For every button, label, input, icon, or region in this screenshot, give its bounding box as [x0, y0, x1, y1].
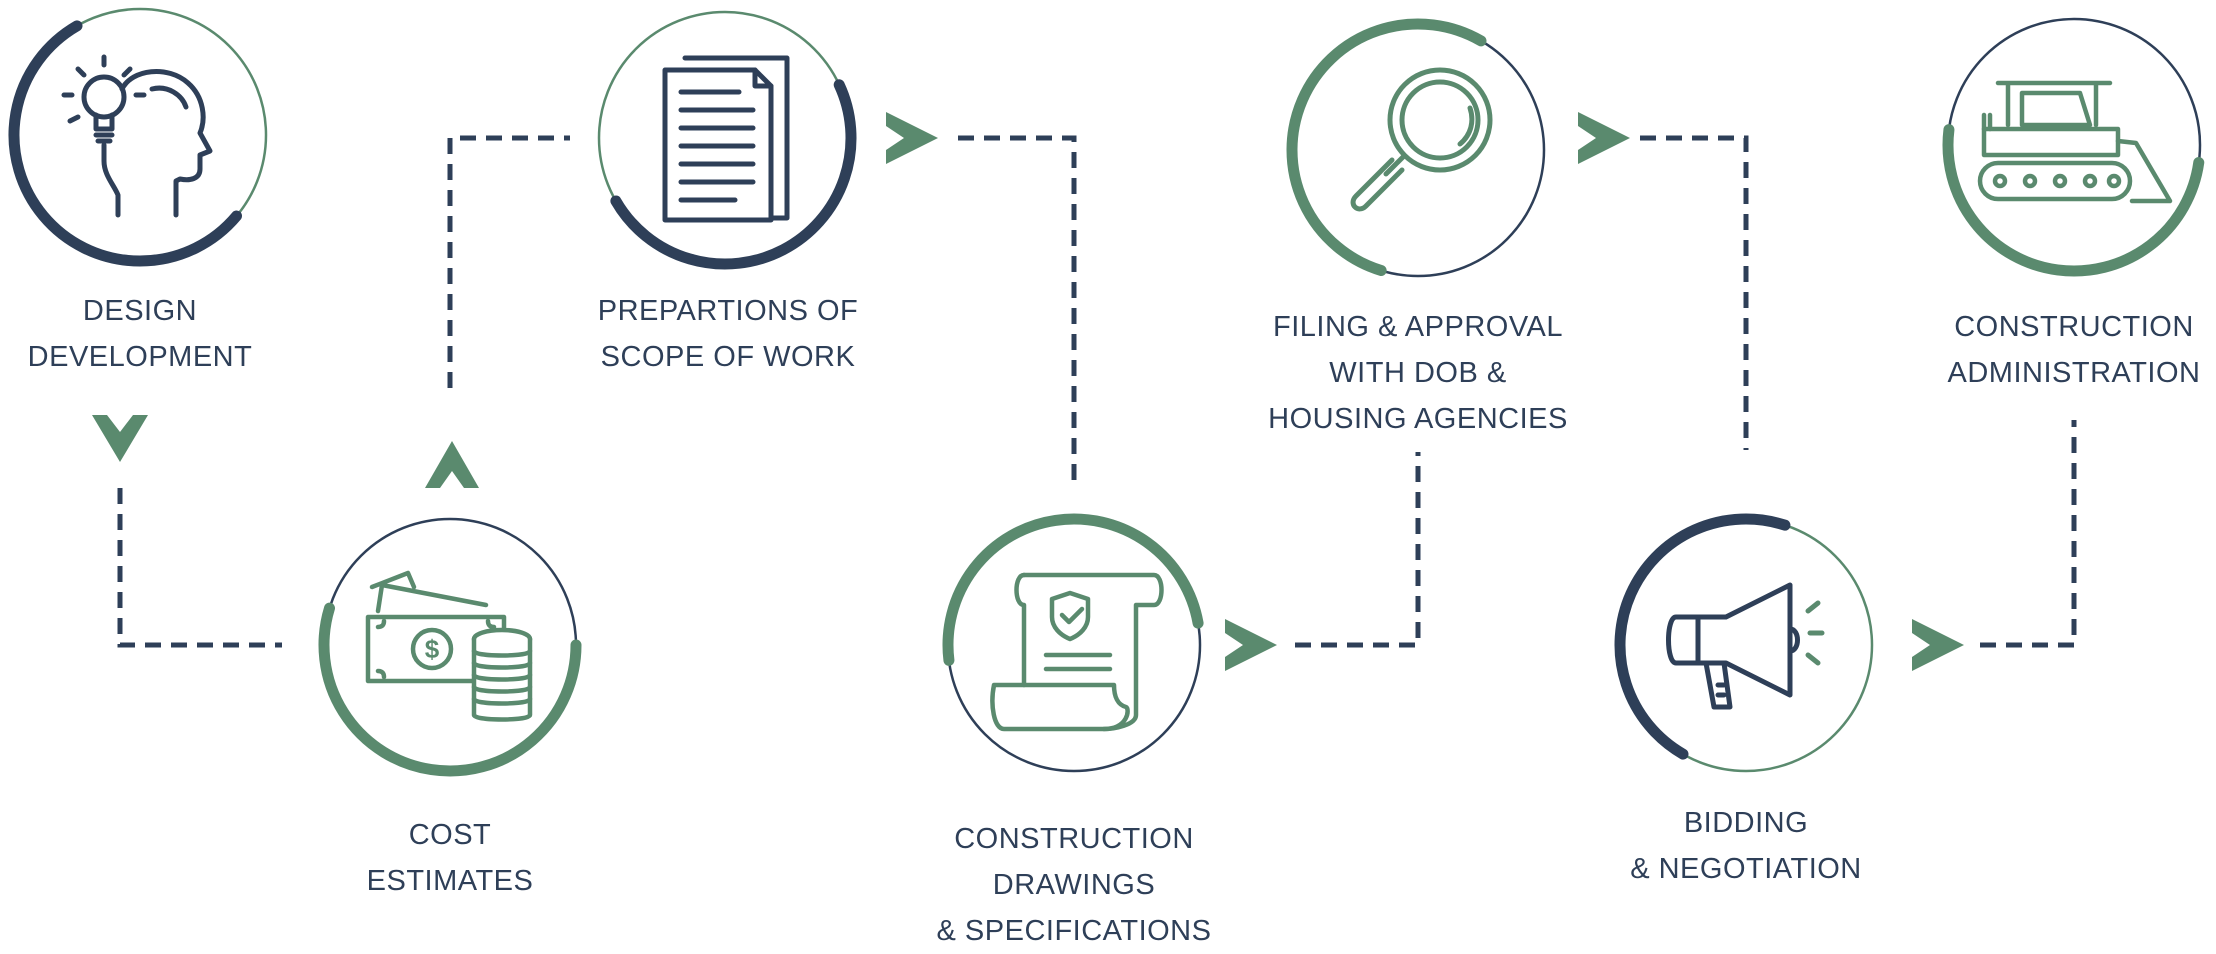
step-arc-construction-drawings [942, 513, 1204, 666]
head-lightbulb-icon [61, 54, 213, 218]
chevron-right-icon [1225, 619, 1277, 671]
connector-bidding-to-admin [1980, 420, 2077, 648]
step-label-cost-estimates: COST ESTIMATES [366, 819, 534, 897]
step-arc-filing-approval [1286, 18, 1487, 276]
step-arc-design-development [8, 20, 243, 267]
step-arc-scope-of-work [610, 79, 857, 270]
step-label-bidding-negotiation: BIDDING & NEGOTIATION [1630, 807, 1862, 885]
svg-text:$: $ [425, 634, 440, 664]
bulldozer-icon [1977, 80, 2173, 204]
step-label-scope-of-work: PREPARTIONS OF SCOPE OF WORK [597, 295, 859, 373]
step-label-design-development: DESIGN DEVELOPMENT [27, 295, 253, 373]
chevron-right-icon [1578, 112, 1630, 164]
step-label-construction-drawings: CONSTRUCTION DRAWINGS & SPECIFICATIONS [936, 823, 1212, 947]
connectors [117, 135, 2077, 648]
step-label-filing-approval: FILING & APPROVAL WITH DOB & HOUSING AGE… [1268, 311, 1568, 435]
chevron-down-icon [92, 415, 148, 462]
money-coins-icon: $ [365, 570, 533, 722]
step-arc-construction-administration [1942, 124, 2205, 277]
connector-drawings-to-filing [1295, 452, 1421, 648]
chevron-right-icon [886, 112, 938, 164]
chevron-right-icon [1912, 619, 1964, 671]
certificate-scroll-icon [990, 572, 1164, 732]
step-arc-bidding-negotiation [1614, 513, 1791, 760]
connector-design-to-cost [117, 488, 282, 648]
chevron-up-icon [425, 441, 479, 488]
megaphone-icon [1666, 582, 1825, 710]
chevrons [92, 112, 1964, 671]
step-arc-cost-estimates [318, 602, 582, 777]
connector-filing-to-bidding [1640, 135, 1749, 450]
connector-scope-to-drawings [958, 135, 1077, 486]
magnifying-glass-icon [1350, 67, 1493, 212]
connector-cost-to-scope [447, 135, 570, 388]
step-label-construction-administration: CONSTRUCTION ADMINISTRATION [1947, 311, 2201, 389]
document-pages-icon [662, 55, 790, 223]
